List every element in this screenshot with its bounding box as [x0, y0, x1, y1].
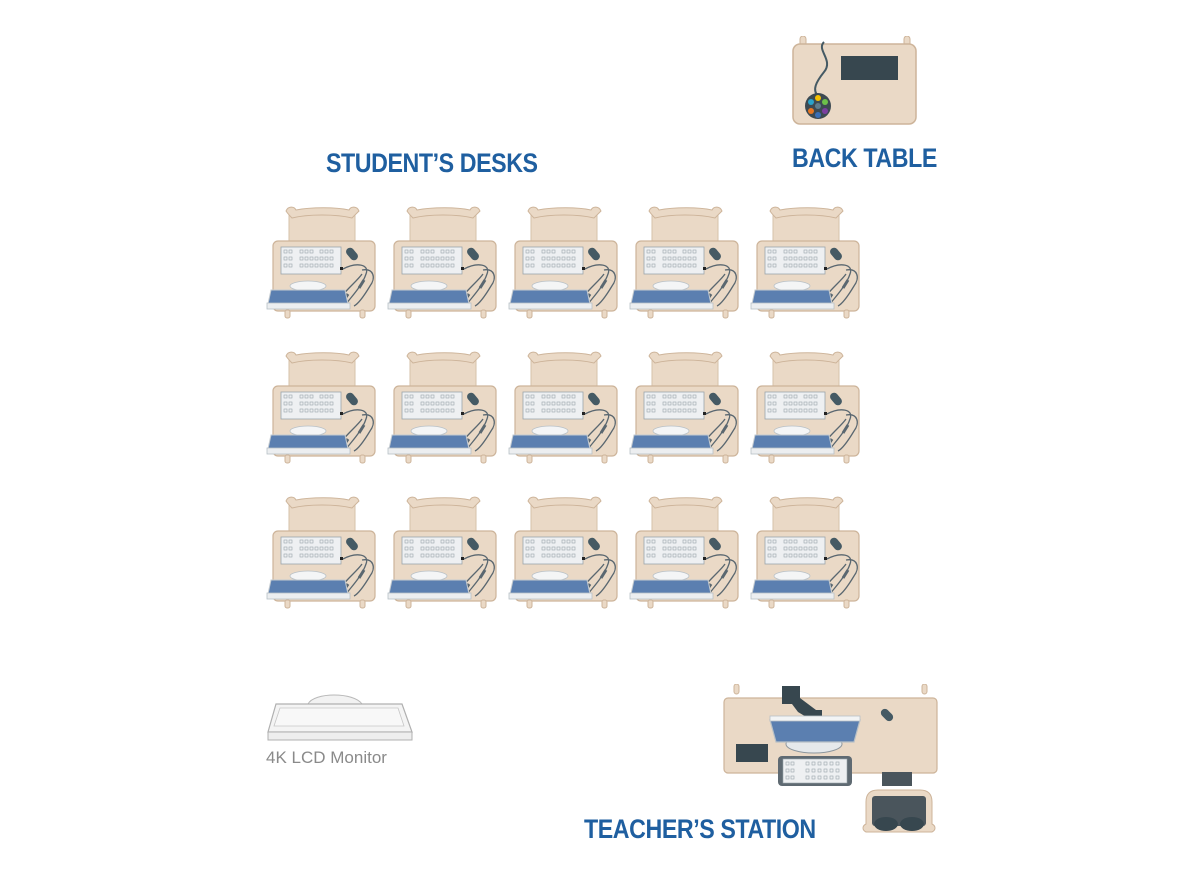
laptop-icon: [387, 425, 472, 455]
teachers-station-label: TEACHER’S STATION: [584, 814, 816, 844]
laptop-icon: [508, 425, 593, 455]
student-desk: [508, 494, 628, 614]
keypad-icon: [764, 391, 827, 420]
students-desks-label: STUDENT’S DESKS: [326, 148, 538, 178]
laptop-icon: [266, 425, 351, 455]
laptop-icon: [508, 570, 593, 600]
keypad-icon: [280, 391, 343, 420]
colored-button-controller-icon: [805, 93, 831, 119]
student-desk: [750, 494, 870, 614]
laptop-icon: [508, 280, 593, 310]
keypad-icon: [778, 756, 852, 786]
laptop-icon: [387, 280, 472, 310]
mouse-icon: [346, 247, 358, 261]
monitor-icon: [769, 715, 861, 754]
student-desk: [387, 349, 507, 469]
mouse-icon: [709, 247, 721, 261]
laptop-icon: [266, 570, 351, 600]
mouse-icon: [709, 537, 721, 551]
mouse-icon: [346, 392, 358, 406]
back-table: [790, 36, 920, 128]
laptop-icon: [629, 425, 714, 455]
lcd-monitor-caption: 4K LCD Monitor: [266, 748, 387, 767]
mouse-icon: [830, 247, 842, 261]
mouse-icon: [346, 537, 358, 551]
student-desk: [508, 204, 628, 324]
keypad-icon: [522, 391, 585, 420]
keypad-icon: [280, 536, 343, 565]
student-desk: [387, 204, 507, 324]
student-desk: [266, 204, 386, 324]
lcd-monitor-icon: [267, 694, 413, 741]
teachers-station: [722, 684, 942, 840]
keypad-icon: [643, 246, 706, 275]
chair-icon: [862, 789, 936, 833]
laptop-icon: [387, 570, 472, 600]
mouse-icon: [709, 392, 721, 406]
mouse-icon: [467, 392, 479, 406]
keypad-icon: [522, 536, 585, 565]
student-desk: [508, 349, 628, 469]
student-desk: [266, 494, 386, 614]
screen-icon: [841, 56, 898, 80]
keypad-icon: [643, 391, 706, 420]
mouse-icon: [467, 537, 479, 551]
student-desk: [629, 494, 749, 614]
mouse-icon: [588, 537, 600, 551]
dark-box-icon: [736, 744, 768, 762]
student-desk: [266, 349, 386, 469]
laptop-icon: [629, 570, 714, 600]
keypad-icon: [764, 536, 827, 565]
keypad-icon: [401, 246, 464, 275]
laptop-icon: [750, 570, 835, 600]
student-desk: [750, 349, 870, 469]
mouse-icon: [588, 247, 600, 261]
laptop-icon: [629, 280, 714, 310]
keypad-icon: [401, 391, 464, 420]
back-table-label: BACK TABLE: [792, 143, 937, 173]
document-camera-icon: [782, 686, 822, 718]
student-desk: [387, 494, 507, 614]
lcd-monitor-legend: [266, 690, 416, 744]
mouse-icon: [830, 537, 842, 551]
laptop-icon: [750, 425, 835, 455]
laptop-icon: [266, 280, 351, 310]
keypad-icon: [401, 536, 464, 565]
keypad-icon: [280, 246, 343, 275]
mouse-icon: [467, 247, 479, 261]
keypad-icon: [643, 536, 706, 565]
mouse-icon: [830, 392, 842, 406]
back-table-icon: [792, 36, 917, 125]
keypad-icon: [764, 246, 827, 275]
keypad-icon: [522, 246, 585, 275]
mouse-icon: [588, 392, 600, 406]
student-desk: [629, 204, 749, 324]
student-desk: [750, 204, 870, 324]
student-desk: [629, 349, 749, 469]
mouse-icon: [880, 708, 894, 722]
laptop-icon: [750, 280, 835, 310]
